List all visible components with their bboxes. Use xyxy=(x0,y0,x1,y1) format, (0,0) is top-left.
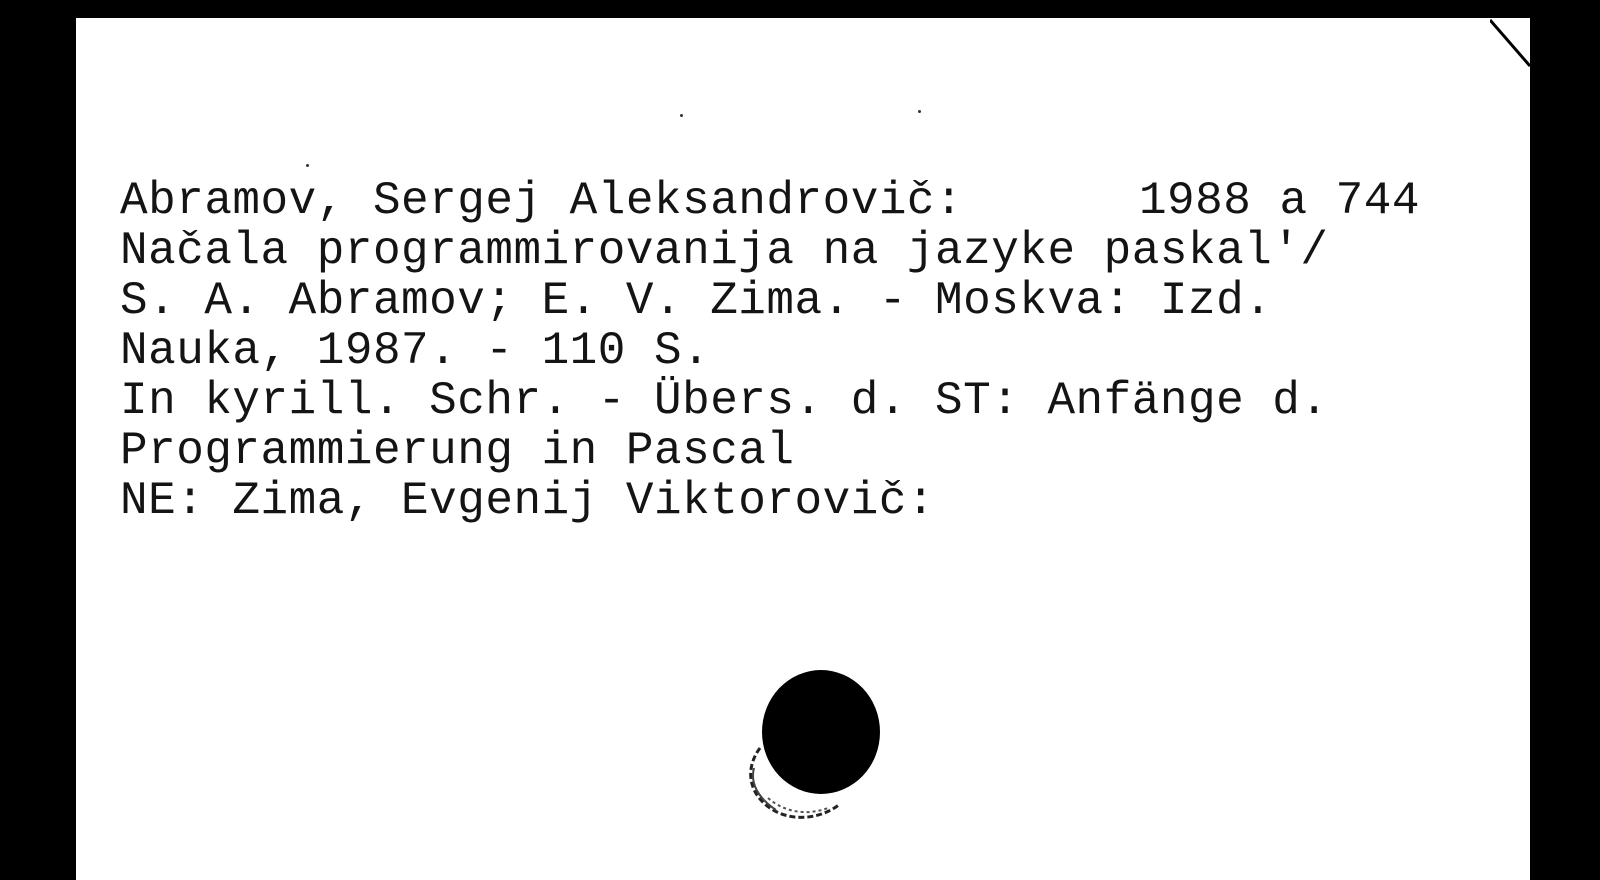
call-number: 1988 a 744 xyxy=(1138,175,1420,227)
corner-crease-mark xyxy=(1490,19,1530,67)
torn-paper-edge xyxy=(749,747,841,819)
card-heading-line: Abramov, Sergej Aleksandrovič: 1988 a 74… xyxy=(120,176,1420,226)
note-line: In kyrill. Schr. - Übers. d. ST: Anfänge… xyxy=(120,375,1329,427)
dust-speck xyxy=(918,110,921,113)
note-continuation-line: Programmierung in Pascal xyxy=(120,425,795,477)
dust-speck xyxy=(680,114,683,117)
added-entry-line: NE: Zima, Evgenij Viktorovič: xyxy=(120,475,936,527)
author-heading: Abramov, Sergej Aleksandrovič: xyxy=(120,175,964,227)
responsibility-line: S. A. Abramov; E. V. Zima. - Moskva: Izd… xyxy=(120,275,1273,327)
catalog-card: Abramov, Sergej Aleksandrovič: 1988 a 74… xyxy=(76,18,1530,880)
title-line: Načala programmirovanija na jazyke paska… xyxy=(120,225,1329,277)
card-text-block: Abramov, Sergej Aleksandrovič: 1988 a 74… xyxy=(120,176,1500,526)
punch-hole xyxy=(762,670,880,794)
publication-line: Nauka, 1987. - 110 S. xyxy=(120,325,711,377)
dust-speck xyxy=(306,164,309,167)
